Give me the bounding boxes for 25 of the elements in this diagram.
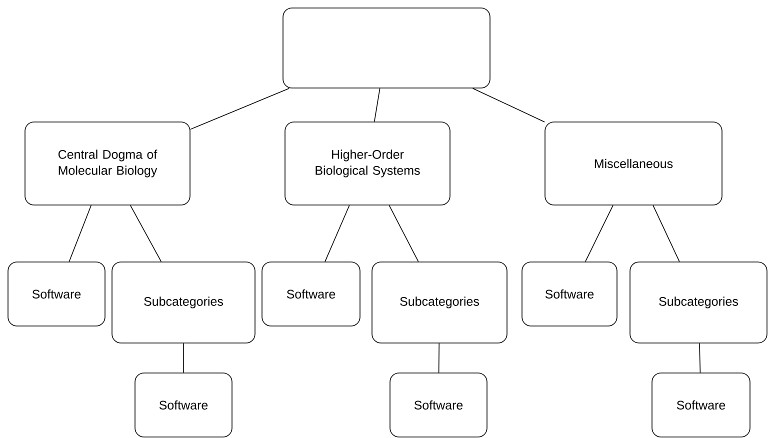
connector-line — [374, 88, 380, 122]
connector-line — [183, 343, 184, 373]
subcategory-box: Subcategories — [112, 262, 256, 344]
category-box: Miscellaneous — [544, 122, 722, 206]
category-box: Central Dogma of Molecular Biology — [24, 122, 190, 206]
subcategory-box: Subcategories — [630, 262, 768, 344]
connector-line — [190, 88, 290, 130]
connector-line — [472, 88, 545, 122]
connector-line — [584, 205, 614, 262]
software-box: Software — [134, 372, 232, 438]
subcategory-box: Subcategories — [372, 262, 508, 344]
connector-line — [324, 205, 350, 262]
category-box: Higher-Order Biological Systems — [284, 122, 450, 206]
software-box: Software — [262, 262, 360, 326]
connector-line — [130, 205, 162, 262]
software-box: Software — [8, 262, 106, 326]
connector-line — [68, 205, 92, 262]
software-box: Software — [652, 372, 750, 438]
connector-line — [652, 205, 680, 262]
connector-line — [388, 205, 419, 262]
software-box: Software — [522, 262, 618, 326]
root-box — [282, 8, 490, 88]
connector-line — [438, 343, 440, 373]
software-box: Software — [390, 372, 488, 438]
connector-line — [699, 343, 701, 373]
